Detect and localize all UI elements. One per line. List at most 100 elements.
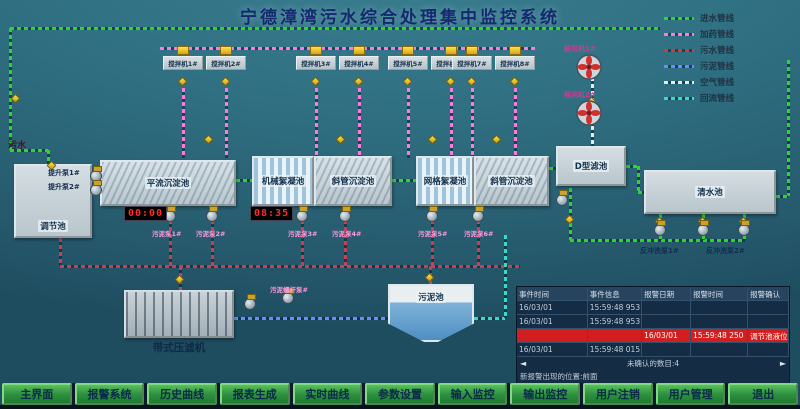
legend-label: 污泥管线 (700, 62, 735, 72)
mixer-unit[interactable]: 搅拌机5# (388, 46, 428, 70)
blower-fan-icon[interactable] (576, 100, 602, 126)
pump-icon[interactable] (206, 206, 218, 222)
pump-icon[interactable] (244, 294, 256, 310)
alarm-header-cell: 报警时间 (691, 287, 749, 300)
nav-button-6[interactable]: 参数设置 (365, 383, 435, 405)
pump-icon[interactable] (296, 206, 308, 222)
alarm-cell (748, 301, 789, 314)
nav-button-3[interactable]: 历史曲线 (147, 383, 217, 405)
pipe-segment (471, 88, 474, 158)
alarm-cell: 16/03/01 (517, 315, 588, 328)
pump-icon[interactable] (738, 220, 750, 236)
valve-icon[interactable] (220, 76, 231, 87)
legend-item: 污水管线 (664, 42, 734, 58)
navigation-bar: 主界面报警系统历史曲线报表生成实时曲线参数设置输入监控输出监控用户注销用户管理退… (2, 383, 799, 405)
valve-icon[interactable] (445, 76, 456, 87)
alarm-cell (748, 315, 789, 328)
nav-button-7[interactable]: 输入监控 (437, 383, 508, 405)
nav-button-2[interactable]: 报警系统 (74, 383, 145, 405)
pump-icon[interactable] (556, 190, 568, 206)
nav-button-11[interactable]: 退出 (728, 383, 799, 405)
pipe-segment (570, 239, 745, 242)
alarm-header-row: 事件时间事件信息报警日期报警时间报警确认 (517, 287, 789, 301)
valve-icon[interactable] (424, 272, 435, 283)
pipe-segment (474, 317, 505, 320)
alarm-cell (691, 301, 749, 314)
diagram-label: 污泥泵5# (418, 230, 448, 238)
tank-label: 网格絮凝池 (421, 175, 469, 187)
tank-label: 斜管沉淀池 (329, 175, 377, 187)
mixer-label: 搅拌机1# (163, 56, 203, 70)
mixer-unit[interactable]: 搅拌机8# (495, 46, 535, 70)
tank: 机械絮凝池 (252, 156, 314, 206)
pump-icon[interactable] (339, 206, 351, 222)
pipe-segment (234, 317, 388, 320)
valve-icon[interactable] (353, 76, 364, 87)
valve-icon[interactable] (177, 76, 188, 87)
pump-icon[interactable] (282, 288, 294, 304)
tank-label: 平流沉淀池 (144, 177, 192, 189)
legend-label: 空气管线 (700, 78, 735, 88)
nav-button-8[interactable]: 输出监控 (510, 383, 581, 405)
alarm-cell (642, 315, 692, 328)
valve-icon[interactable] (335, 134, 346, 145)
diagram-label: 污泥泵1# (152, 230, 182, 238)
valve-icon[interactable] (402, 76, 413, 87)
mixer-motor-icon (353, 46, 365, 55)
mixer-unit[interactable]: 搅拌机4# (339, 46, 379, 70)
valve-icon[interactable] (427, 134, 438, 145)
timer-display: 08:35 (250, 206, 294, 221)
mixer-label: 搅拌机4# (339, 56, 379, 70)
pipe-segment (504, 235, 507, 318)
valve-icon[interactable] (310, 76, 321, 87)
tank: 平流沉淀池 (100, 160, 236, 206)
valve-icon[interactable] (203, 134, 214, 145)
pump-icon[interactable] (90, 166, 102, 182)
legend-line-swatch (664, 32, 694, 36)
nav-button-5[interactable]: 实时曲线 (292, 383, 363, 405)
mixer-unit[interactable]: 搅拌机3# (296, 46, 336, 70)
scroll-right-arrow[interactable]: ► (779, 359, 786, 368)
pump-icon[interactable] (654, 220, 666, 236)
pump-icon[interactable] (697, 220, 709, 236)
pipe-segment (514, 88, 517, 158)
diagram-label: 污泥泵6# (464, 230, 494, 238)
mixer-unit[interactable]: 搅拌机1# (163, 46, 203, 70)
alarm-cell: 16/03/01 (517, 301, 588, 314)
alarm-header-cell: 报警日期 (642, 287, 692, 300)
pump-icon[interactable] (426, 206, 438, 222)
nav-button-9[interactable]: 用户注销 (583, 383, 653, 405)
mixer-unit[interactable]: 搅拌机2# (206, 46, 246, 70)
alarm-unacked-count: 未确认的数目:4 (626, 359, 680, 368)
valve-icon[interactable] (509, 76, 520, 87)
alarm-cell: 15:59:48 015 (589, 343, 643, 356)
blower-fan-icon[interactable] (576, 54, 602, 80)
legend-label: 进水管线 (700, 14, 735, 24)
mixer-motor-icon (466, 46, 478, 55)
valve-icon[interactable] (491, 134, 502, 145)
mixer-motor-icon (509, 46, 521, 55)
legend-label: 加药管线 (700, 30, 735, 40)
valve-icon[interactable] (10, 93, 21, 104)
pipe-segment (211, 206, 214, 266)
nav-button-4[interactable]: 报表生成 (219, 383, 290, 405)
nav-button-10[interactable]: 用户管理 (655, 383, 726, 405)
tank: 斜管沉淀池 (474, 156, 549, 206)
pump-icon[interactable] (472, 206, 484, 222)
valve-icon[interactable] (466, 76, 477, 87)
valve-icon[interactable] (174, 274, 185, 285)
scroll-left-arrow[interactable]: ◄ (520, 359, 527, 368)
tank-label: D型滤池 (572, 160, 610, 172)
pump-icon[interactable] (90, 180, 102, 196)
timer-display: 00:00 (124, 206, 168, 221)
mixer-unit[interactable]: 搅拌机7# (452, 46, 492, 70)
pipe-segment (477, 206, 480, 266)
valve-icon[interactable] (564, 214, 575, 225)
nav-button-1[interactable]: 主界面 (2, 383, 72, 405)
mixer-label: 搅拌机3# (296, 56, 336, 70)
